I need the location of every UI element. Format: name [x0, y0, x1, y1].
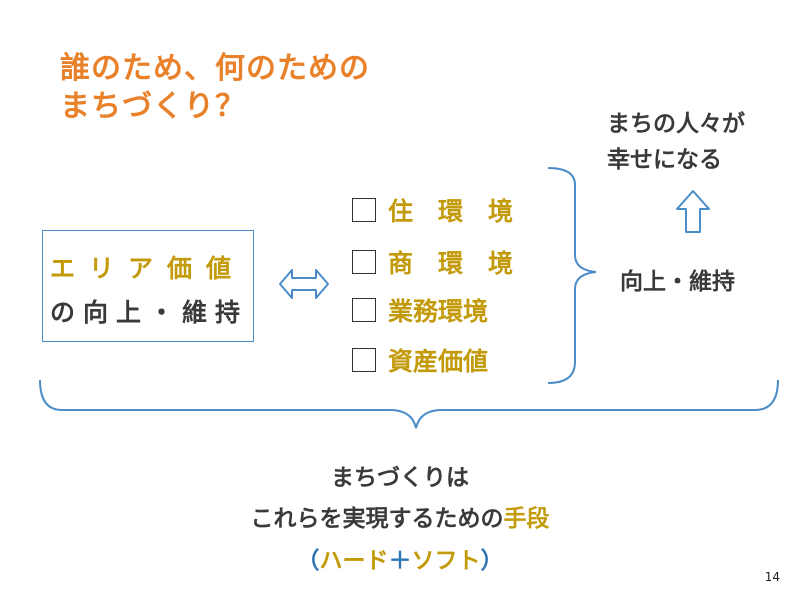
goal-line-2: 幸せになる — [607, 147, 722, 173]
checkbox-icon — [352, 250, 376, 274]
conclusion-line-3: （ハード＋ソフト） — [0, 541, 800, 575]
page-number: 14 — [764, 570, 780, 584]
checkbox-icon — [352, 298, 376, 322]
checkbox-icon — [352, 198, 376, 222]
right-brace-icon — [547, 167, 597, 384]
env-label: 商 環 境 — [388, 249, 514, 278]
env-item-business: 業務環境 — [352, 291, 488, 329]
paren-close: ） — [480, 548, 504, 574]
env-label: 業務環境 — [388, 297, 489, 326]
env-item-commerce: 商 環 境 — [352, 243, 513, 281]
double-arrow-icon — [279, 269, 329, 299]
env-item-asset: 資産価値 — [352, 341, 488, 379]
goal-line-1: まちの人々が — [607, 111, 745, 137]
env-label: 資産価値 — [388, 347, 489, 376]
plus-sign: ＋ — [388, 548, 412, 574]
env-item-housing: 住 環 境 — [352, 191, 513, 229]
page-title: 誰のため、何のための まちづくり？ — [60, 50, 370, 126]
conclusion-line-2: これらを実現するための手段 — [0, 499, 800, 533]
bottom-brace-icon — [39, 379, 779, 429]
soft-label: ソフト — [411, 548, 481, 574]
conclusion-emphasis: 手段 — [503, 506, 550, 532]
area-value-line-2: の向上・維持 — [50, 298, 249, 327]
area-value-box — [42, 230, 254, 342]
area-value-line-1: エリア価値 — [50, 254, 246, 283]
checkbox-icon — [352, 348, 376, 372]
improve-label: 向上・維持 — [620, 269, 735, 295]
env-label: 住 環 境 — [388, 197, 514, 226]
goal-text: まちの人々が 幸せになる — [607, 106, 745, 178]
title-line-2: まちづくり？ — [60, 89, 246, 124]
paren-open: （ — [296, 548, 320, 574]
conclusion-prefix: これらを実現するための — [250, 506, 504, 532]
hard-label: ハード — [319, 548, 389, 574]
conclusion-line-1: まちづくりは — [331, 465, 469, 491]
title-line-1: 誰のため、何のための — [60, 51, 370, 86]
up-arrow-icon — [676, 190, 710, 233]
